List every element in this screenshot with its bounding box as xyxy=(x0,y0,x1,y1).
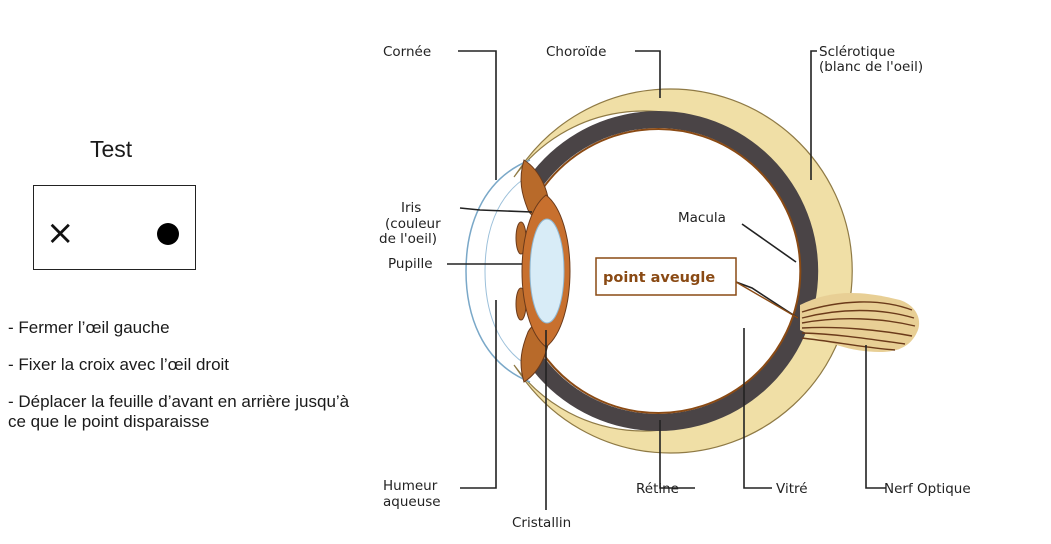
instructions: - Fermer l’œil gauche - Fixer la croix a… xyxy=(8,318,368,432)
blind-spot-leader xyxy=(735,281,799,319)
cross-mark: × xyxy=(46,213,75,253)
blind-spot-box xyxy=(595,257,737,296)
leader-lines xyxy=(447,50,886,510)
label-pupille: Pupille xyxy=(388,256,433,272)
instruction-move-sheet: - Déplacer la feuille d’avant en arrière… xyxy=(8,392,350,431)
optic-nerve xyxy=(800,293,920,352)
label-iris-sub1: (couleur xyxy=(385,216,441,232)
label-vitre: Vitré xyxy=(776,481,808,497)
label-humeur: Humeur xyxy=(383,478,438,494)
label-sclerotique-sub: (blanc de l'oeil) xyxy=(819,59,923,75)
label-macula: Macula xyxy=(678,210,726,226)
label-iris: Iris xyxy=(401,200,421,216)
test-title: Test xyxy=(90,136,133,162)
optic-nerve-fibers xyxy=(801,301,916,351)
label-humeur-sub: aqueuse xyxy=(383,494,441,510)
test-card: × xyxy=(33,185,196,270)
instruction-fix-cross: - Fixer la croix avec l’œil droit xyxy=(8,355,230,374)
label-choroide: Choroïde xyxy=(546,44,606,60)
cornea xyxy=(465,159,531,383)
instruction-close-left-eye: - Fermer l’œil gauche xyxy=(8,318,170,337)
label-iris-sub2: de l'oeil) xyxy=(379,231,437,247)
label-cristallin: Cristallin xyxy=(512,515,571,531)
label-retine: Rétine xyxy=(636,481,679,497)
dot-mark xyxy=(157,223,179,245)
label-point-aveugle: point aveugle xyxy=(603,270,715,286)
label-cornee: Cornée xyxy=(383,44,431,60)
aqueous-humor-boundary xyxy=(484,174,531,368)
lens xyxy=(529,218,565,324)
label-sclerotique: Sclérotique xyxy=(819,44,895,60)
label-nerf-optique: Nerf Optique xyxy=(884,481,971,497)
retina xyxy=(540,128,802,414)
